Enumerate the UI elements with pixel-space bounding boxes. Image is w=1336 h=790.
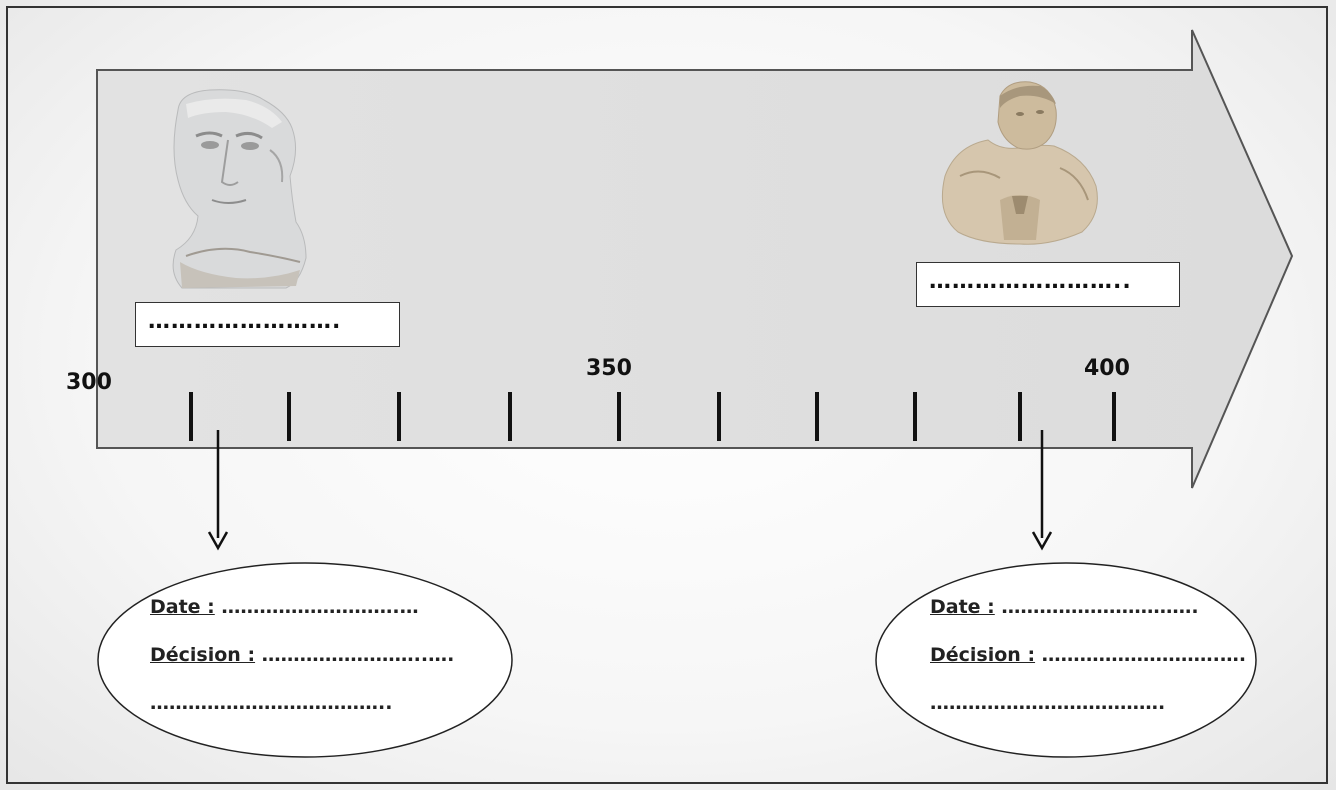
left-extra-line-field[interactable]: ………………………………..: [150, 692, 393, 714]
right-date-field[interactable]: ………………………….: [994, 596, 1199, 618]
right-info-oval: [875, 562, 1257, 758]
right-emperor-bust-image: [941, 81, 1098, 245]
left-connector-arrow: [207, 430, 229, 551]
year-label-400: 400: [1084, 356, 1130, 381]
right-emperor-name-field[interactable]: ……………………..: [916, 262, 1180, 307]
year-label-300: 300: [66, 370, 112, 395]
year-label-350: 350: [586, 356, 632, 381]
left-date-label: Date :: [150, 596, 215, 618]
timeline-ticks: [189, 392, 1116, 441]
right-decision-field[interactable]: ……………………….….: [1035, 644, 1247, 666]
left-decision-field[interactable]: ……………………..….: [255, 644, 455, 666]
right-extra-line-field[interactable]: ……………………………….: [930, 692, 1166, 714]
left-emperor-bust-image: [172, 89, 307, 289]
right-card-text: Date : …………………………. Décision : ……………………….…: [930, 596, 1246, 728]
left-date-field[interactable]: ……………………….…: [214, 596, 419, 618]
right-date-label: Date :: [930, 596, 995, 618]
left-card-text: Date : ……………………….… Décision : ……………………..…: [150, 596, 454, 728]
left-info-oval: [97, 562, 513, 758]
left-emperor-name-field[interactable]: …………………….: [135, 302, 400, 347]
right-decision-label: Décision :: [930, 644, 1036, 666]
left-decision-label: Décision :: [150, 644, 256, 666]
right-connector-arrow: [1031, 430, 1053, 551]
worksheet-frame: [6, 6, 1328, 784]
